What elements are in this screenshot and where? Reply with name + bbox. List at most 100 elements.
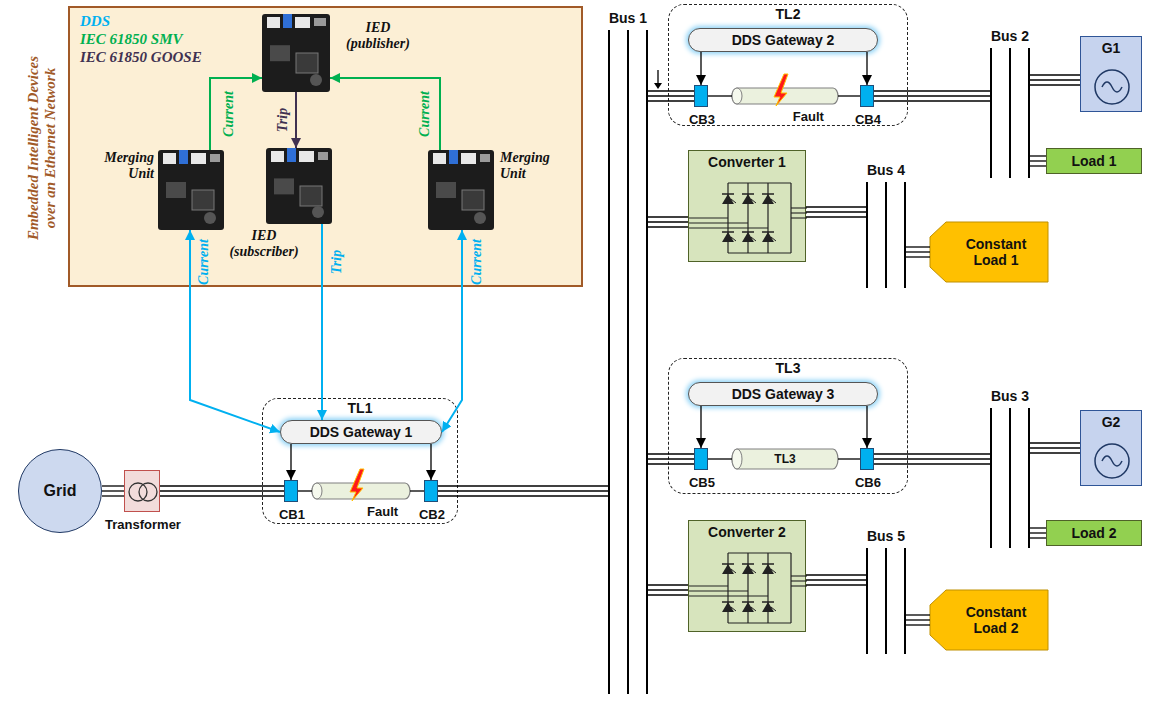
label-holder: CB4 bbox=[848, 110, 888, 128]
power-wire bbox=[1030, 442, 1080, 443]
drawing-part bbox=[742, 602, 754, 612]
drawing-part bbox=[461, 153, 476, 164]
circuit-breaker: CB2 bbox=[424, 480, 438, 502]
node-label: Fault bbox=[793, 109, 824, 124]
power-wire bbox=[648, 453, 694, 454]
trip-command-arrow bbox=[430, 444, 431, 480]
dds-gateway: DDS Gateway 3 bbox=[688, 382, 878, 406]
label-holder: CB3 bbox=[682, 110, 722, 128]
power-line bbox=[906, 615, 930, 625]
power-wire bbox=[298, 490, 312, 491]
node-label: G1 bbox=[1081, 40, 1141, 56]
device-board bbox=[262, 14, 330, 92]
power-wire bbox=[648, 226, 688, 227]
converter: Converter 2 bbox=[688, 520, 806, 632]
drawing-part bbox=[627, 30, 629, 694]
circuit-breaker: CB1 bbox=[284, 480, 298, 502]
label-holder: IED (subscriber) bbox=[224, 228, 304, 260]
power-wire bbox=[102, 495, 124, 496]
node-label: Load 2 bbox=[1071, 525, 1116, 541]
drawing-part bbox=[267, 17, 280, 28]
power-line bbox=[648, 585, 688, 595]
power-wire bbox=[874, 90, 990, 91]
node-label: TL3 bbox=[774, 452, 795, 466]
drawing-part bbox=[449, 150, 458, 164]
trip-command-arrow bbox=[700, 406, 701, 448]
label-holder: CB6 bbox=[848, 473, 888, 491]
power-wire bbox=[874, 100, 990, 101]
drawing-part bbox=[312, 206, 324, 218]
drawing-part bbox=[731, 569, 736, 573]
protocol-label: IEC 61850 GOOSE bbox=[80, 49, 202, 65]
node-label: Fault bbox=[367, 504, 398, 519]
bus-bars bbox=[866, 528, 906, 654]
device-board bbox=[158, 150, 224, 230]
drawing-part bbox=[722, 602, 734, 612]
grid-source: Grid bbox=[18, 449, 102, 533]
power-wire bbox=[806, 206, 866, 207]
drawing-part bbox=[751, 199, 756, 203]
drawing-part bbox=[270, 45, 290, 61]
drawing-part bbox=[722, 194, 734, 204]
drawing-part bbox=[866, 548, 868, 654]
label-holder: IEC 61850 SMV bbox=[80, 30, 183, 48]
drawing-part bbox=[296, 53, 318, 73]
line-segment: TL3 bbox=[732, 449, 838, 469]
drawing-part bbox=[295, 17, 310, 28]
drawing-part bbox=[480, 154, 490, 162]
drawing-part bbox=[179, 150, 188, 164]
power-wire bbox=[874, 453, 990, 454]
device-panel: Embedded Intelligent Devices over an Eth… bbox=[68, 6, 583, 287]
power-wire bbox=[648, 95, 694, 96]
drawing-part bbox=[732, 449, 742, 469]
drawing-part bbox=[731, 199, 736, 203]
drawing-part bbox=[990, 408, 992, 548]
edge-label: Trip bbox=[275, 108, 290, 132]
power-wire bbox=[160, 485, 284, 486]
drawing-part bbox=[728, 182, 791, 183]
power-wire bbox=[1030, 447, 1080, 448]
drawing-part bbox=[930, 590, 1048, 650]
edge-label: Current bbox=[196, 239, 211, 285]
drawing-part bbox=[762, 231, 774, 233]
node-label: CB5 bbox=[689, 475, 715, 490]
edge-label: Current bbox=[221, 91, 236, 137]
label-holder: DDS bbox=[80, 12, 110, 30]
power-wire bbox=[838, 458, 860, 459]
drawing-part bbox=[791, 585, 807, 586]
drawing-part bbox=[314, 18, 326, 26]
drawing-part bbox=[990, 48, 992, 178]
trip-command-arrow bbox=[866, 406, 867, 448]
node-label: TL2 bbox=[669, 6, 907, 22]
edge-label: Current bbox=[417, 91, 432, 137]
power-wire bbox=[906, 619, 930, 620]
power-wire bbox=[806, 579, 866, 580]
power-wire bbox=[410, 490, 424, 491]
power-wire bbox=[102, 485, 124, 486]
drawing-part bbox=[885, 182, 887, 288]
drawing-part bbox=[732, 449, 838, 469]
busbar: Bus 5 bbox=[866, 528, 906, 654]
power-wire bbox=[906, 624, 930, 625]
node-label: Bus 1 bbox=[608, 10, 648, 26]
drawing-part bbox=[771, 569, 776, 573]
edge-label-holder: Trip bbox=[273, 108, 291, 132]
power-wire bbox=[648, 90, 694, 91]
node-label: IED (publisher) bbox=[338, 20, 418, 52]
node-label: TL1 bbox=[263, 400, 457, 416]
drawing-part bbox=[210, 154, 220, 162]
drawing-part bbox=[728, 552, 791, 553]
drawing-part bbox=[731, 607, 736, 611]
drawing-part bbox=[904, 548, 906, 654]
drawing-part bbox=[791, 212, 807, 213]
power-line bbox=[160, 486, 284, 496]
drawing-part bbox=[1095, 70, 1129, 104]
drawing-part bbox=[722, 563, 734, 565]
power-wire bbox=[1030, 532, 1046, 533]
load-box: Load 1 bbox=[1046, 148, 1142, 174]
power-line bbox=[806, 575, 866, 585]
node-label: Transformer bbox=[105, 517, 181, 532]
power-line bbox=[806, 207, 866, 217]
power-line bbox=[874, 91, 990, 101]
device-photo: IED (subscriber) bbox=[266, 148, 332, 224]
